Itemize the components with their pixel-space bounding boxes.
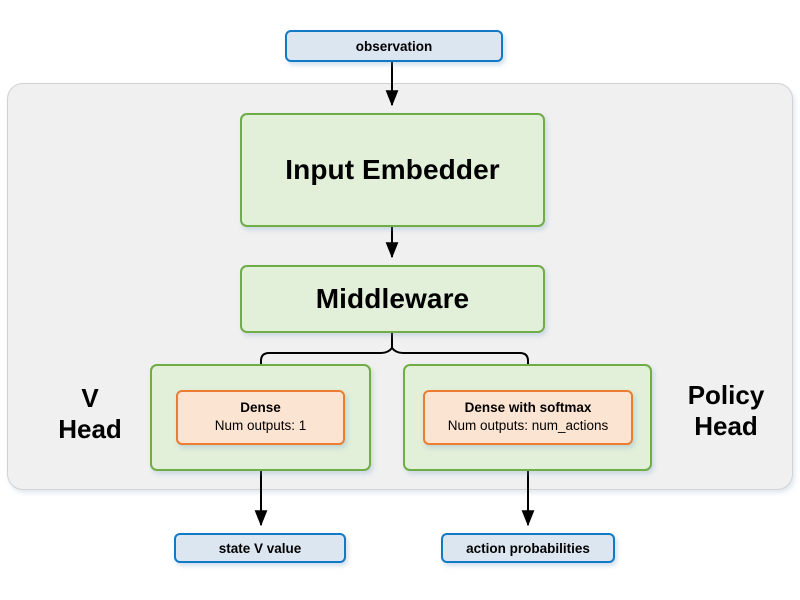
node-observation-label: observation <box>355 38 433 54</box>
node-middleware[interactable]: Middleware <box>240 265 545 333</box>
node-policy-dense-title: Dense with softmax <box>464 400 592 416</box>
node-middleware-label: Middleware <box>315 283 470 314</box>
node-input-embedder[interactable]: Input Embedder <box>240 113 545 227</box>
node-input-embedder-label: Input Embedder <box>285 154 500 185</box>
node-action-probabilities-label: action probabilities <box>466 540 590 556</box>
node-v-dense-subtitle: Num outputs: 1 <box>214 418 307 434</box>
node-state-v-value-label: state V value <box>218 540 302 556</box>
label-v-head: V Head <box>58 383 122 444</box>
node-action-probabilities[interactable]: action probabilities <box>441 533 615 563</box>
node-policy-dense-subtitle: Num outputs: num_actions <box>447 418 609 434</box>
node-observation[interactable]: observation <box>285 30 503 62</box>
label-policy-head: Policy Head <box>687 380 765 441</box>
node-v-dense-title: Dense <box>240 400 281 416</box>
node-policy-dense[interactable]: Dense with softmax Num outputs: num_acti… <box>423 390 633 445</box>
node-state-v-value[interactable]: state V value <box>174 533 346 563</box>
node-v-dense[interactable]: Dense Num outputs: 1 <box>176 390 345 445</box>
